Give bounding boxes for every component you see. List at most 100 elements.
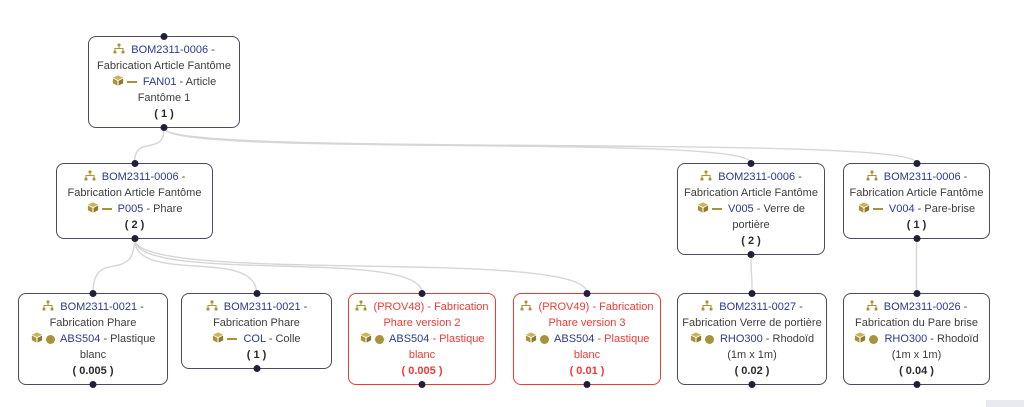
item-code: ABS504	[554, 333, 595, 345]
connector-line	[133, 127, 165, 164]
connector-line	[163, 127, 918, 164]
bom-node-prov49[interactable]: (PROV49) - Fabrication Phare version 3 A…	[513, 290, 661, 388]
item-line: ABS504 - Plastique blanc	[518, 331, 656, 363]
bom-code: BOM2311-0027	[719, 301, 797, 313]
bom-node-prov48[interactable]: (PROV48) - Fabrication Phare version 2 A…	[348, 290, 496, 388]
bom-reference-line: BOM2311-0021 - Fabrication Phare	[23, 299, 163, 331]
bom-reference-line: BOM2311-0006 - Fabrication Article Fantô…	[682, 169, 820, 201]
connection-endpoint-bottom	[89, 381, 97, 388]
item-label: - Plastique blanc	[408, 333, 485, 361]
bom-code: (PROV48)	[373, 301, 425, 313]
connection-endpoint-top	[418, 290, 426, 297]
bom-node-p005[interactable]: BOM2311-0006 - Fabrication Article Fantô…	[56, 160, 213, 242]
cube-icon	[112, 75, 123, 86]
item-status-marker	[45, 334, 55, 344]
connection-endpoint-top	[253, 290, 260, 297]
bom-label: - Fabrication Phare	[213, 301, 308, 329]
cube-icon	[31, 332, 42, 343]
cube-icon	[855, 332, 866, 343]
bom-node-abs504-1[interactable]: BOM2311-0021 - Fabrication Phare ABS504 …	[18, 290, 168, 388]
bom-reference-line: BOM2311-0021 - Fabrication Phare	[186, 299, 327, 331]
quantity: ( 0.005 )	[72, 365, 114, 377]
cube-icon	[213, 332, 224, 343]
connection-endpoint-bottom	[418, 381, 426, 388]
item-status-marker	[872, 208, 883, 211]
bom-reference-line: BOM2311-0027 - Fabrication Verre de port…	[682, 299, 822, 331]
item-code: P005	[117, 203, 144, 215]
item-label: - Phare	[146, 203, 183, 215]
cube-icon	[690, 332, 702, 343]
sitemap-icon	[84, 170, 96, 181]
item-line: FAN01 - Article Fantôme 1	[93, 74, 235, 106]
connector-line	[133, 238, 423, 294]
bom-node-rho300-portiere[interactable]: BOM2311-0027 - Fabrication Verre de port…	[677, 290, 827, 388]
item-label: - Plastique blanc	[79, 333, 156, 361]
connector-line	[133, 238, 588, 294]
horizontal-scrollbar-thumb[interactable]	[986, 400, 1024, 407]
quantity: ( 0.01 )	[569, 365, 605, 377]
item-code: FAN01	[142, 76, 177, 88]
bom-reference-line: (PROV48) - Fabrication Phare version 2	[353, 299, 491, 331]
connection-endpoint-top	[583, 290, 591, 297]
connection-endpoint-bottom	[748, 381, 756, 388]
bom-node-rho300-parebrise[interactable]: BOM2311-0026 - Fabrication du Pare brise…	[843, 290, 990, 388]
item-status-marker	[711, 208, 722, 211]
connection-endpoint-top	[913, 160, 920, 167]
quantity: ( 1 )	[906, 219, 927, 231]
sitemap-icon	[701, 300, 713, 311]
item-status-marker	[704, 334, 714, 344]
item-code: V004	[888, 203, 915, 215]
item-code: RHO300	[719, 333, 763, 345]
item-label: - Rhodoïd (1m x 1m)	[727, 333, 815, 361]
cube-icon	[87, 202, 98, 213]
sitemap-icon	[206, 300, 218, 311]
connection-endpoint-bottom	[160, 124, 168, 131]
bom-label: - Fabrication Article Fantôme	[97, 44, 231, 72]
sitemap-icon	[866, 170, 878, 181]
quantity: ( 0.005 )	[401, 365, 443, 377]
connection-endpoint-bottom	[913, 235, 920, 242]
item-code: COL	[243, 333, 266, 345]
item-line: RHO300 - Rhodoïd (1m x 1m)	[848, 331, 985, 363]
item-status-marker	[126, 81, 137, 84]
item-label: - Article Fantôme 1	[137, 76, 217, 104]
sitemap-icon	[866, 300, 878, 311]
item-line: ABS504 - Plastique blanc	[353, 331, 491, 363]
sitemap-icon	[520, 300, 532, 311]
connection-endpoint-bottom	[913, 381, 920, 388]
bom-code: (PROV49)	[538, 301, 590, 313]
bom-label: - Fabrication Verre de portière	[682, 301, 822, 329]
quantity: ( 0.02 )	[734, 365, 770, 377]
connector-line	[133, 238, 258, 294]
item-code: ABS504	[389, 333, 430, 345]
connection-endpoint-bottom	[253, 365, 260, 372]
item-status-marker	[227, 338, 238, 341]
sitemap-icon	[42, 300, 54, 311]
connection-endpoint-bottom	[747, 251, 755, 258]
quantity: ( 0.04 )	[899, 365, 934, 377]
bom-label: - Fabrication Phare	[49, 301, 144, 329]
sitemap-icon	[355, 300, 367, 311]
bom-node-col[interactable]: BOM2311-0021 - Fabrication Phare COL - C…	[181, 290, 332, 372]
bom-label: - Fabrication du Pare brise	[855, 301, 978, 329]
item-label: - Rhodoïd (1m x 1m)	[891, 333, 979, 361]
bom-reference-line: BOM2311-0026 - Fabrication du Pare brise	[848, 299, 985, 331]
item-line: V005 - Verre de portière	[682, 201, 820, 233]
connector-line	[92, 238, 136, 294]
bom-reference-line: (PROV49) - Fabrication Phare version 3	[518, 299, 656, 331]
bom-code: BOM2311-0006	[718, 171, 796, 183]
item-label: - Colle	[268, 333, 301, 345]
bom-node-v005[interactable]: BOM2311-0006 - Fabrication Article Fantô…	[677, 160, 825, 258]
bom-node-root[interactable]: BOM2311-0006 - Fabrication Article Fantô…	[88, 33, 240, 131]
bom-node-v004[interactable]: BOM2311-0006 - Fabrication Article Fantô…	[843, 160, 990, 242]
connection-endpoint-bottom	[583, 381, 591, 388]
cube-icon	[858, 202, 869, 213]
bom-reference-line: BOM2311-0006 - Fabrication Article Fantô…	[61, 169, 208, 201]
item-line: P005 - Phare	[61, 201, 208, 217]
item-line: RHO300 - Rhodoïd (1m x 1m)	[682, 331, 822, 363]
bom-code: BOM2311-0006	[101, 171, 179, 183]
item-code: ABS504	[60, 333, 101, 345]
quantity: ( 1 )	[154, 108, 174, 120]
cube-icon	[525, 332, 536, 343]
